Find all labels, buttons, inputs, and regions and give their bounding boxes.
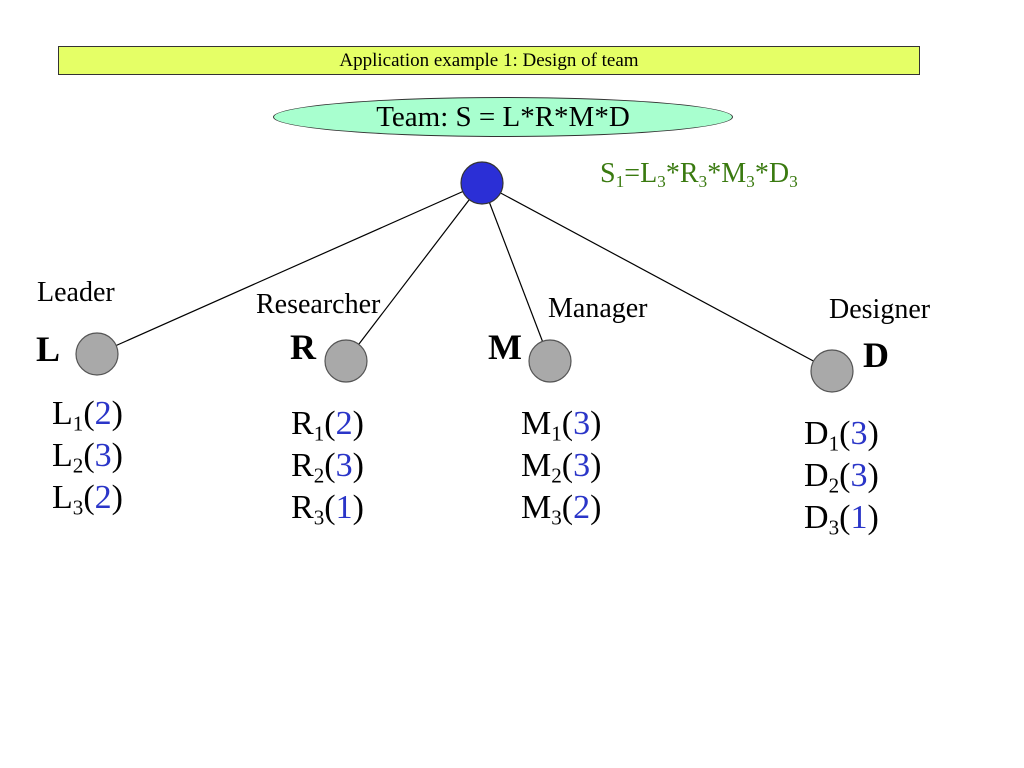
edge-leader	[96, 182, 483, 355]
list-item: M1(3)	[521, 405, 602, 446]
leader-items: L1(2) L2(3) L3(2)	[52, 393, 123, 519]
manager-letter: M	[488, 327, 522, 367]
designer-letter: D	[863, 335, 889, 375]
rating: 1	[335, 489, 353, 526]
slide-title: Application example 1: Design of team	[58, 46, 920, 75]
rating: 2	[573, 489, 591, 526]
root-label: Team: S = L*R*M*D	[273, 97, 733, 137]
researcher-items: R1(2) R2(3) R3(1)	[291, 403, 364, 529]
list-item: D1(3)	[804, 415, 879, 456]
formula-eq: =	[624, 158, 641, 189]
edge-manager	[481, 182, 551, 362]
solution-formula: S1=L3*R3*M3*D3	[600, 158, 798, 190]
rating: 2	[94, 479, 112, 516]
list-item: L3(2)	[52, 479, 123, 520]
list-item: D2(3)	[804, 457, 879, 498]
formula-prefix-sub: 1	[615, 172, 625, 192]
list-item: L1(2)	[52, 395, 123, 436]
formula-term: M	[721, 158, 747, 189]
designer-node	[810, 349, 854, 393]
list-item: R2(3)	[291, 447, 364, 488]
formula-term-sub: 3	[698, 172, 708, 192]
rating: 2	[335, 405, 353, 442]
leader-role-label: Leader	[37, 277, 115, 308]
rating: 3	[850, 415, 868, 452]
manager-role-label: Manager	[548, 293, 648, 324]
list-item: R1(2)	[291, 405, 364, 446]
edge-designer	[481, 182, 833, 372]
list-item: L2(3)	[52, 437, 123, 478]
list-item: M3(2)	[521, 489, 602, 530]
manager-items: M1(3) M2(3) M3(2)	[521, 403, 601, 529]
researcher-role-label: Researcher	[256, 289, 381, 320]
formula-term-sub: 3	[746, 172, 755, 192]
root-node	[460, 161, 504, 205]
rating: 3	[335, 447, 353, 484]
leader-node	[75, 332, 119, 376]
list-item: R3(1)	[291, 489, 364, 530]
formula-term-sub: 3	[657, 172, 666, 192]
list-item: D3(1)	[804, 499, 879, 540]
researcher-letter: R	[290, 327, 316, 367]
formula-term: L	[640, 158, 658, 189]
rating: 1	[850, 499, 868, 536]
rating: 3	[573, 405, 591, 442]
formula-term: R	[679, 158, 699, 189]
rating: 3	[850, 457, 868, 494]
formula-term: D	[768, 158, 790, 189]
designer-role-label: Designer	[829, 294, 931, 325]
rating: 3	[573, 447, 591, 484]
rating: 2	[94, 395, 112, 432]
formula-term-sub: 3	[789, 172, 798, 192]
formula-sep: *	[754, 158, 769, 189]
manager-node	[528, 339, 572, 383]
formula-sep: *	[707, 158, 722, 189]
designer-items: D1(3) D2(3) D3(1)	[804, 413, 879, 539]
edge-researcher	[345, 182, 483, 362]
formula-prefix: S	[600, 158, 616, 189]
leader-letter: L	[36, 329, 61, 369]
formula-sep: *	[665, 158, 680, 189]
rating: 3	[94, 437, 112, 474]
researcher-node	[324, 339, 368, 383]
list-item: M2(3)	[521, 447, 602, 488]
